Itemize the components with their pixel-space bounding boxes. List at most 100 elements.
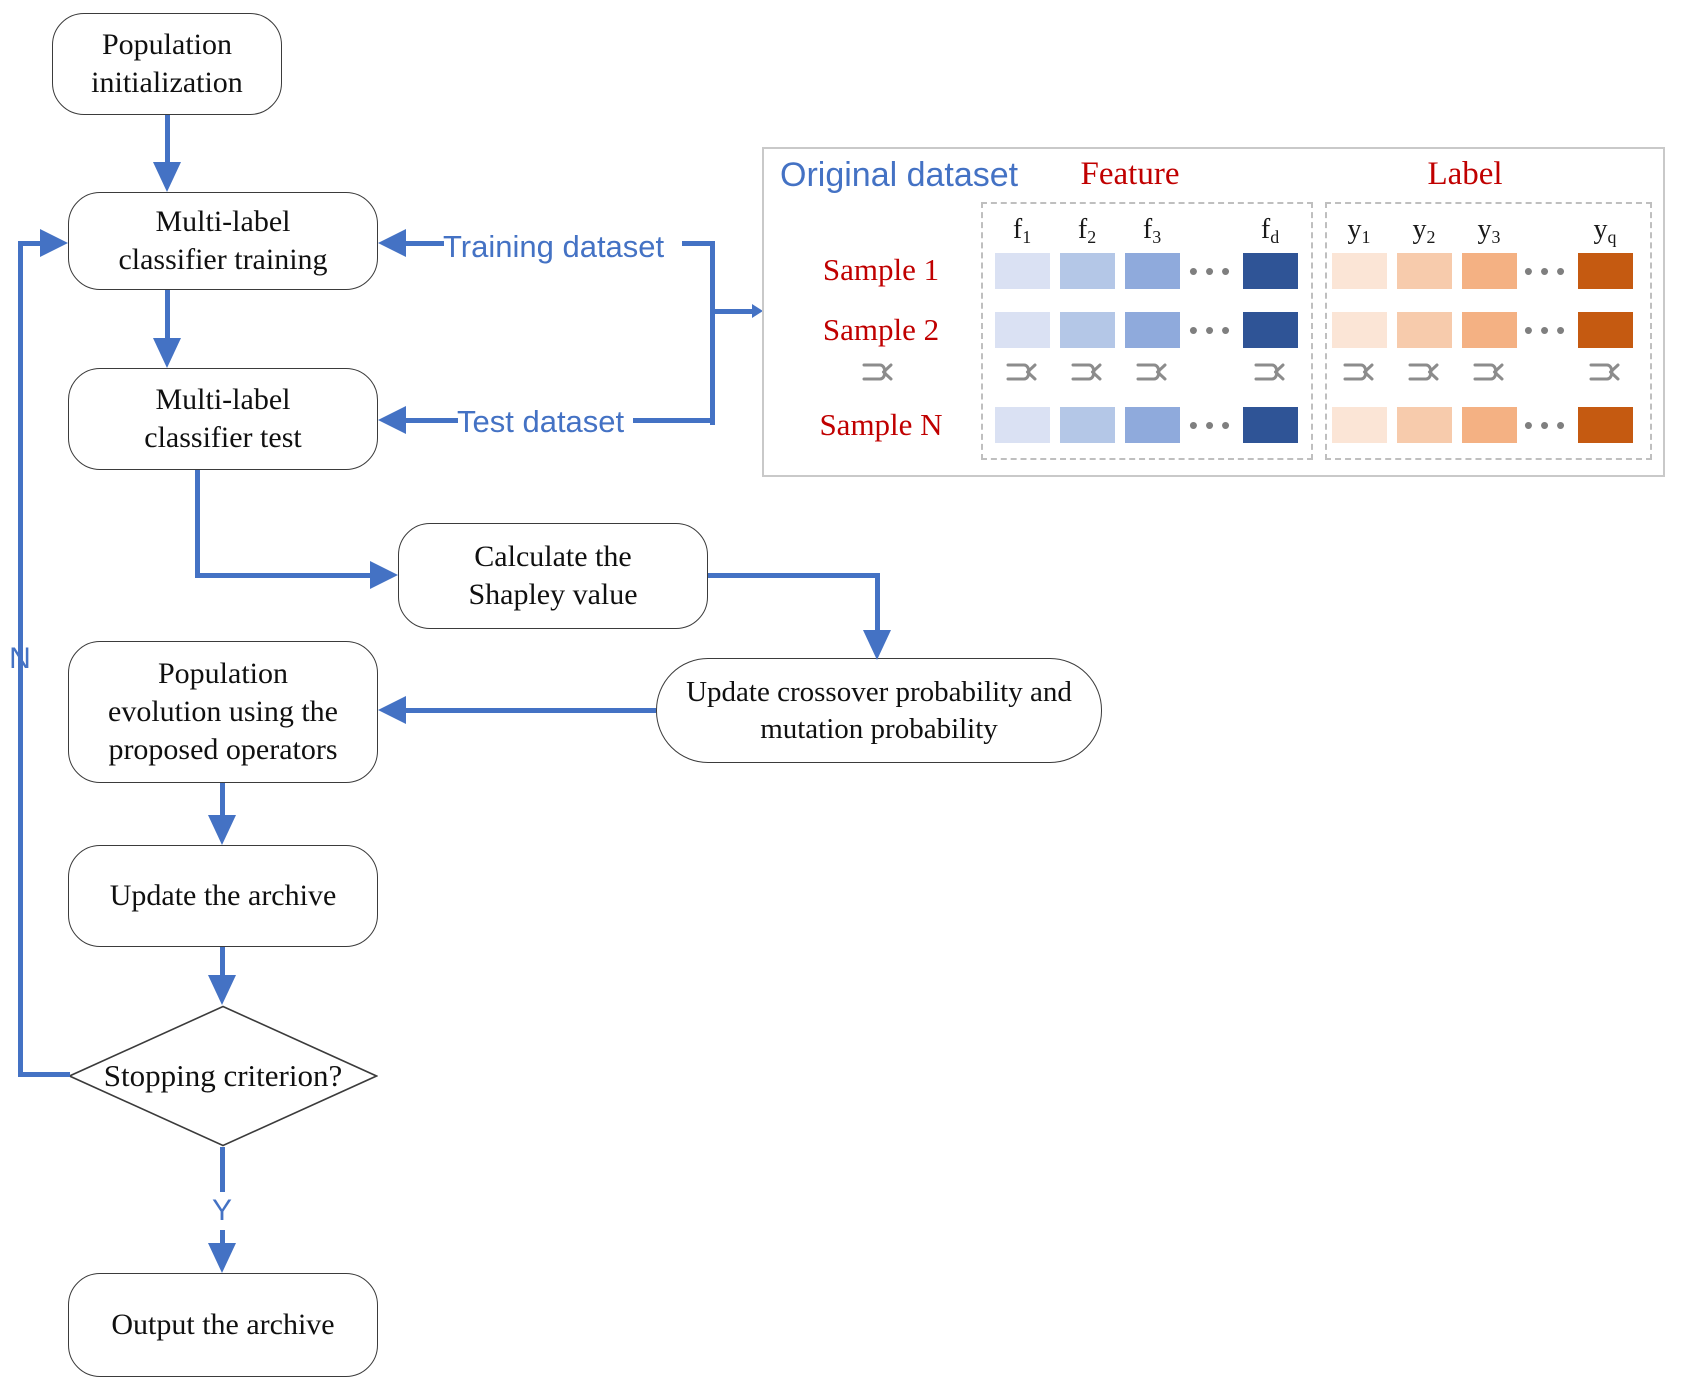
label-group-box [1325,202,1652,460]
edge-label-test-dataset: Test dataset [457,404,625,439]
node-stopping-criterion: Stopping criterion? [103,1058,343,1093]
label-cell [1462,253,1517,289]
label-column-header: y3 [1477,214,1501,248]
arrow-down-icon [153,162,181,192]
label-cell [1397,407,1452,443]
feature-cell [995,312,1050,348]
sample-row-label: Sample N [819,407,943,442]
label-cell [1578,407,1633,443]
arrow-right-icon [40,229,68,257]
node-label-line: classifier test [144,421,302,454]
arrow-down-icon [153,338,181,368]
edge-no-loop-line-bottom [20,1072,70,1077]
arrow-right-icon [370,561,398,589]
node-label-line: Output the archive [111,1308,335,1341]
node-label-line: Update crossover probability and [686,675,1072,708]
feature-cell [1243,407,1298,443]
node-label-line: Calculate the [474,540,632,573]
edge-label-yes: Y [211,1194,232,1227]
edge-stop-output-line-lower [220,1230,225,1246]
arrow-down-icon [863,630,891,660]
vertical-ellipsis-icon [1006,363,1037,381]
ellipsis-icon: ••• [1523,256,1573,286]
label-column-header: y1 [1347,214,1371,248]
node-population-initialization: Population initialization [52,13,282,115]
node-label-line: Multi-label [155,383,291,416]
feature-column-header: fd [1260,214,1280,248]
edge-training-line [404,241,444,246]
node-label-line: classifier training [118,243,328,276]
node-label-line: evolution using the [108,695,338,728]
label-cell [1462,312,1517,348]
ellipsis-icon: ••• [1188,256,1238,286]
node-label-line: Update the archive [109,879,337,912]
edge-shapley-uprob-line-h [708,573,880,578]
node-calculate-shapley: Calculate the Shapley value [398,523,708,629]
vertical-ellipsis-icon [1136,363,1167,381]
node-update-archive: Update the archive [68,845,378,947]
arrow-down-icon [208,975,236,1005]
label-column-header: yq [1593,214,1617,248]
bracket-vertical-line [710,241,715,425]
bracket-bottom-line [633,418,715,423]
node-output-archive: Output the archive [68,1273,378,1377]
sample-row-label: Sample 2 [822,312,940,347]
node-label-line: mutation probability [760,712,998,745]
feature-cell [1060,312,1115,348]
feature-cell [1243,312,1298,348]
vertical-ellipsis-icon [1343,363,1374,381]
node-label-line: initialization [91,66,243,99]
node-classifier-test: Multi-label classifier test [68,368,378,470]
arrow-right-small-icon [752,304,763,318]
feature-column-header: f3 [1142,214,1162,248]
ellipsis-icon: ••• [1523,315,1573,345]
arrow-left-icon [378,406,406,434]
decision-diamond-shape [68,1005,378,1147]
node-label-line: Population [157,657,288,690]
label-cell [1462,407,1517,443]
feature-cell [995,253,1050,289]
arrow-left-icon [378,229,406,257]
label-cell [1578,253,1633,289]
node-label-line: Multi-label [155,205,291,238]
vertical-ellipsis-icon [1071,363,1102,381]
edge-archive-stop-line [220,947,225,977]
label-cell [1397,312,1452,348]
node-population-evolution: Population evolution using the proposed … [68,641,378,783]
node-update-probabilities: Update crossover probability and mutatio… [656,658,1102,763]
ellipsis-icon: ••• [1523,410,1573,440]
label-cell [1397,253,1452,289]
ellipsis-icon: ••• [1188,315,1238,345]
feature-column-header: f1 [1012,214,1032,248]
edge-label-training-dataset: Training dataset [443,229,665,264]
label-column-header: y2 [1412,214,1436,248]
sample-row-label: Sample 1 [822,252,940,287]
node-label-line: proposed operators [108,733,338,766]
label-cell [1578,312,1633,348]
vertical-ellipsis-icon [1473,363,1504,381]
vertical-ellipsis-icon [862,363,893,381]
arrow-left-icon [378,696,406,724]
feature-cell [1243,253,1298,289]
edge-no-loop-line-top [18,241,44,246]
dataset-panel-title: Original dataset [780,156,1019,194]
edge-shapley-uprob-line-v [875,573,880,630]
vertical-ellipsis-icon [1254,363,1285,381]
feature-cell [995,407,1050,443]
arrow-down-icon [208,1243,236,1273]
label-cell [1332,253,1387,289]
vertical-ellipsis-icon [1589,363,1620,381]
node-label-line: Population [101,28,232,61]
arrow-down-icon [208,815,236,845]
edge-test-shapley-line-v [195,470,200,578]
feature-group-box [981,202,1313,460]
feature-cell [1125,312,1180,348]
node-classifier-training: Multi-label classifier training [68,192,378,290]
label-cell [1332,407,1387,443]
feature-column-header: f2 [1077,214,1097,248]
feature-group-title: Feature [1080,156,1180,192]
feature-cell [1125,407,1180,443]
feature-cell [1060,407,1115,443]
vertical-ellipsis-icon [1408,363,1439,381]
